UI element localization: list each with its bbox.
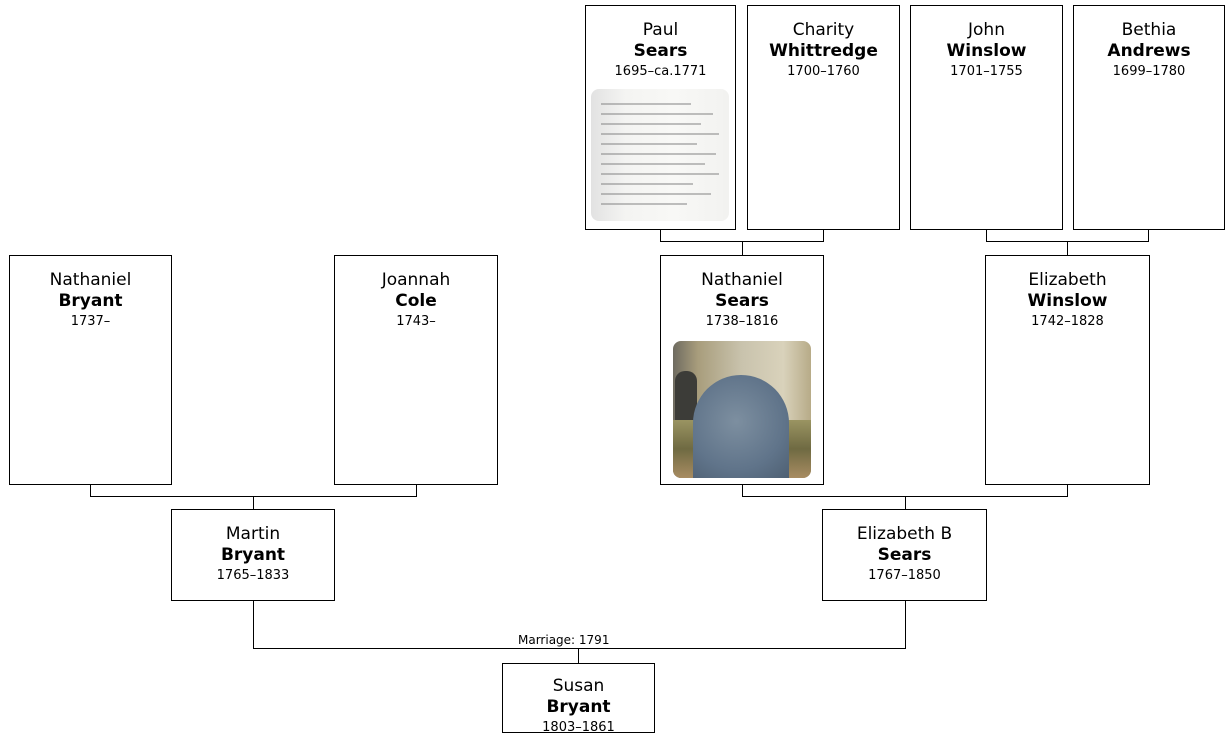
- first-name: Elizabeth B: [856, 524, 953, 544]
- person-card-elizabeth-b-sears[interactable]: Elizabeth B Sears 1767–1850: [822, 509, 987, 601]
- first-name: Paul: [642, 20, 679, 40]
- connector-line: [1067, 241, 1068, 256]
- person-card-paul-sears[interactable]: Paul Sears 1695–ca.1771: [585, 5, 736, 230]
- person-card-susan-bryant[interactable]: Susan Bryant 1803–1861: [502, 663, 655, 735]
- last-name: Andrews: [1107, 41, 1191, 61]
- last-name: Winslow: [1027, 291, 1108, 311]
- connector-line: [905, 600, 906, 649]
- first-name: Nathaniel: [701, 270, 783, 290]
- first-name: John: [968, 20, 1005, 40]
- gravestone-photo[interactable]: [673, 341, 811, 478]
- life-dates: 1699–1780: [1112, 64, 1186, 79]
- first-name: Nathaniel: [49, 270, 132, 290]
- last-name: Sears: [877, 545, 932, 565]
- person-card-joannah-cole[interactable]: Joannah Cole 1743–: [334, 255, 498, 485]
- connector-line: [742, 241, 743, 256]
- connector-line: [823, 229, 824, 242]
- connector-line: [253, 496, 254, 510]
- life-dates: 1737–: [70, 314, 111, 329]
- last-name: Whittredge: [769, 41, 878, 61]
- marriage-label: Marriage: 1791: [518, 633, 610, 647]
- connector-line: [742, 484, 743, 497]
- first-name: Susan: [552, 676, 605, 696]
- person-card-nathaniel-bryant[interactable]: Nathaniel Bryant 1737–: [9, 255, 172, 485]
- connector-line: [90, 484, 91, 497]
- person-card-elizabeth-winslow[interactable]: Elizabeth Winslow 1742–1828: [985, 255, 1150, 485]
- connector-line: [905, 496, 906, 510]
- first-name: Bethia: [1121, 20, 1177, 40]
- first-name: Elizabeth: [1028, 270, 1107, 290]
- life-dates: 1695–ca.1771: [614, 64, 707, 79]
- connector-line: [253, 600, 254, 649]
- life-dates: 1738–1816: [705, 314, 779, 329]
- person-card-charity-whittredge[interactable]: Charity Whittredge 1700–1760: [747, 5, 900, 230]
- life-dates: 1765–1833: [216, 568, 290, 583]
- first-name: Joannah: [381, 270, 451, 290]
- first-name: Charity: [792, 20, 855, 40]
- last-name: Sears: [715, 291, 769, 311]
- connector-line: [1067, 484, 1068, 497]
- life-dates: 1743–: [396, 314, 436, 329]
- person-card-bethia-andrews[interactable]: Bethia Andrews 1699–1780: [1073, 5, 1225, 230]
- last-name: Sears: [633, 41, 688, 61]
- life-dates: 1742–1828: [1031, 314, 1104, 329]
- connector-line: [253, 648, 906, 649]
- life-dates: 1767–1850: [868, 568, 941, 583]
- last-name: Bryant: [220, 545, 286, 565]
- connector-line: [416, 484, 417, 497]
- person-card-john-winslow[interactable]: John Winslow 1701–1755: [910, 5, 1063, 230]
- connector-line: [660, 229, 661, 242]
- last-name: Bryant: [546, 697, 611, 717]
- person-card-martin-bryant[interactable]: Martin Bryant 1765–1833: [171, 509, 335, 601]
- life-dates: 1701–1755: [950, 64, 1023, 79]
- last-name: Cole: [395, 291, 437, 311]
- life-dates: 1700–1760: [787, 64, 860, 79]
- connector-line: [1148, 229, 1149, 242]
- connector-line: [986, 229, 987, 242]
- first-name: Martin: [225, 524, 281, 544]
- last-name: Winslow: [946, 41, 1027, 61]
- document-photo[interactable]: [591, 89, 729, 221]
- person-card-nathaniel-sears[interactable]: Nathaniel Sears 1738–1816: [660, 255, 824, 485]
- last-name: Bryant: [58, 291, 123, 311]
- connector-line: [578, 648, 579, 664]
